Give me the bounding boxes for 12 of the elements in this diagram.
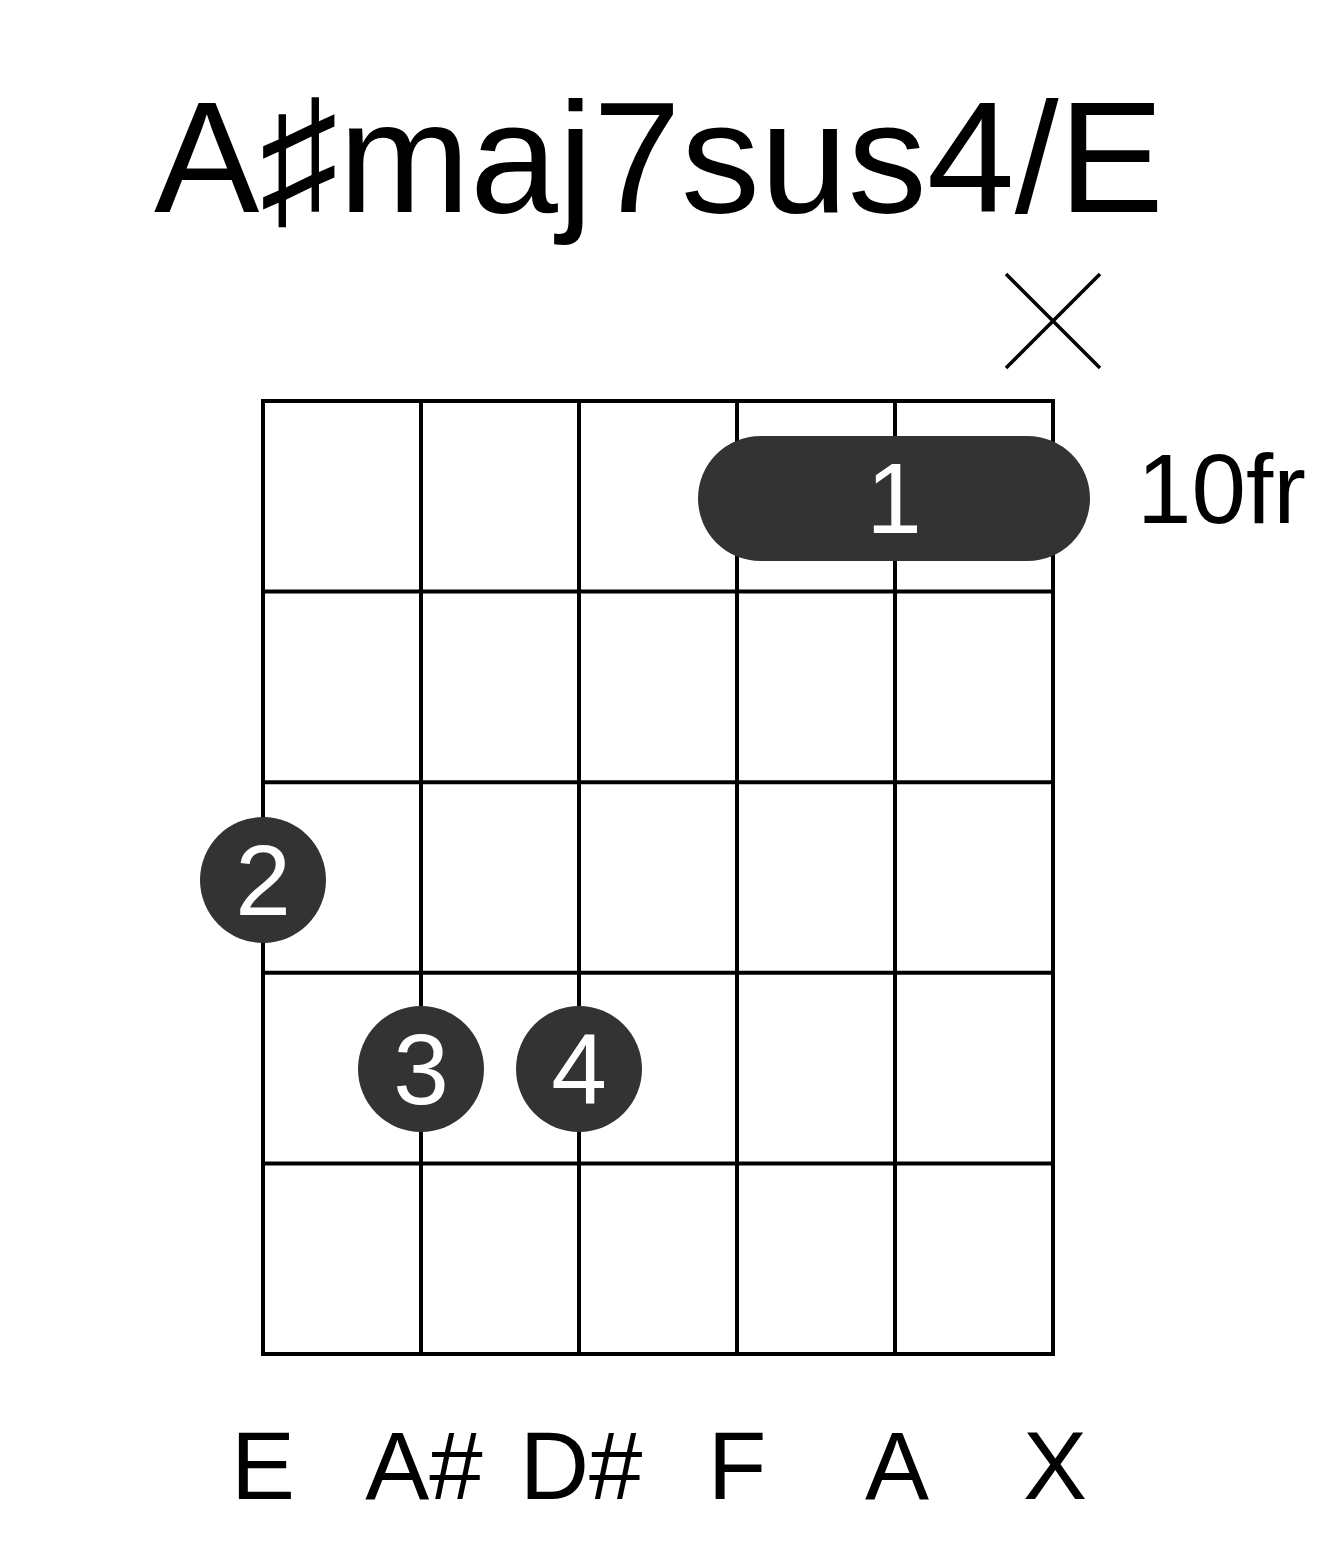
finger-number: 3 <box>393 1019 449 1119</box>
finger-number: 4 <box>551 1019 607 1119</box>
string-note-label: D# <box>519 1418 643 1514</box>
string-note-label: A# <box>365 1418 483 1514</box>
chord-title: A♯maj7sus4/E <box>154 68 1164 247</box>
string-note-label: X <box>1023 1418 1087 1514</box>
finger-number: 2 <box>235 830 291 930</box>
string-note-label: E <box>231 1418 295 1514</box>
string-note-label: A <box>865 1418 929 1514</box>
finger-number: 1 <box>866 448 922 548</box>
string-note-label: F <box>707 1418 767 1514</box>
fret-position-label: 10fr <box>1137 440 1306 538</box>
